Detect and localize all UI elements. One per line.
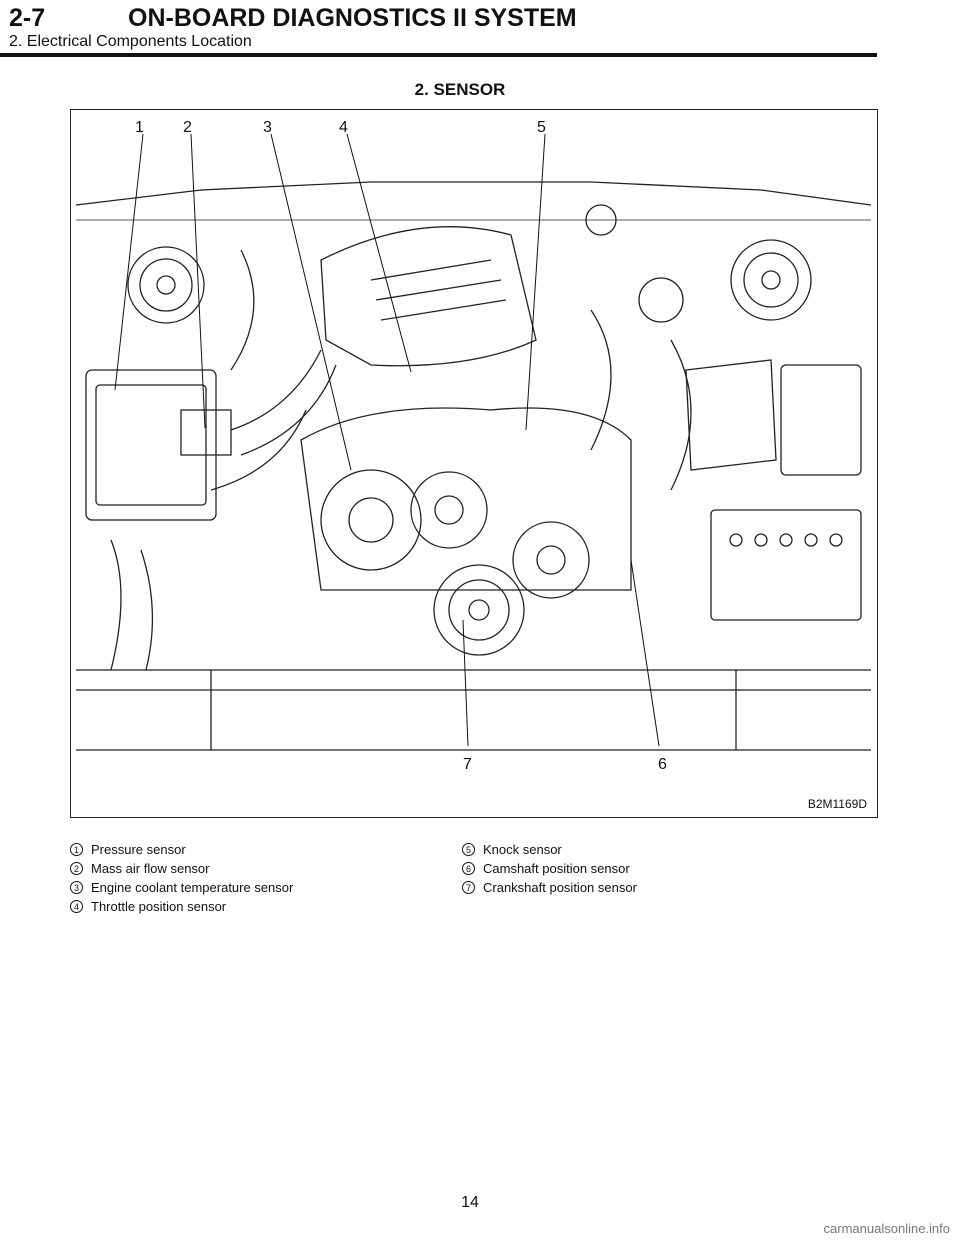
callout-2: 2: [183, 119, 192, 136]
legend-item: 4 Throttle position sensor: [70, 897, 293, 916]
legend-number: 7: [462, 881, 475, 894]
legend-item: 7 Crankshaft position sensor: [462, 878, 637, 897]
legend-item: 2 Mass air flow sensor: [70, 859, 293, 878]
legend-label: Pressure sensor: [91, 842, 186, 857]
engine-bay-drawing: 1 2 3 4 5 6 7: [75, 119, 872, 773]
legend-label: Engine coolant temperature sensor: [91, 880, 294, 895]
legend-number: 1: [70, 843, 83, 856]
page-number: 14: [461, 1194, 479, 1211]
callout-7: 7: [463, 756, 472, 773]
header-rule: [0, 53, 877, 57]
section-title: 2. SENSOR: [414, 80, 506, 99]
callout-5: 5: [537, 119, 546, 136]
legend-label: Throttle position sensor: [91, 899, 227, 914]
legend-number: 4: [70, 900, 83, 913]
page-subtitle: 2. Electrical Components Location: [9, 33, 252, 50]
engine-bay-diagram: 1 2 3 4 5 6 7 B2M1169D: [70, 109, 878, 818]
section-number: 2-7: [9, 4, 46, 32]
legend-left: 1 Pressure sensor 2 Mass air flow sensor 3…: [70, 840, 293, 916]
legend-item: 1 Pressure sensor: [70, 840, 293, 859]
legend-label: Crankshaft position sensor: [483, 880, 637, 895]
callout-6: 6: [658, 756, 667, 773]
legend-number: 2: [70, 862, 83, 875]
watermark: carmanualsonline.info: [823, 1221, 950, 1236]
page-title: ON-BOARD DIAGNOSTICS II SYSTEM: [128, 4, 577, 32]
callout-1: 1: [135, 119, 144, 136]
legend-label: Knock sensor: [483, 842, 562, 857]
legend-label: Camshaft position sensor: [483, 861, 630, 876]
legend-number: 5: [462, 843, 475, 856]
legend-label: Mass air flow sensor: [91, 861, 210, 876]
figure-callouts: 1 2 3 4 5 6 7: [135, 119, 667, 773]
legend-number: 3: [70, 881, 83, 894]
callout-4: 4: [339, 119, 348, 136]
legend-item: 6 Camshaft position sensor: [462, 859, 637, 878]
legend-number: 6: [462, 862, 475, 875]
figure-id: B2M1169D: [807, 797, 867, 811]
callout-3: 3: [263, 119, 272, 136]
legend-item: 3 Engine coolant temperature sensor: [70, 878, 293, 897]
legend-item: 5 Knock sensor: [462, 840, 637, 859]
